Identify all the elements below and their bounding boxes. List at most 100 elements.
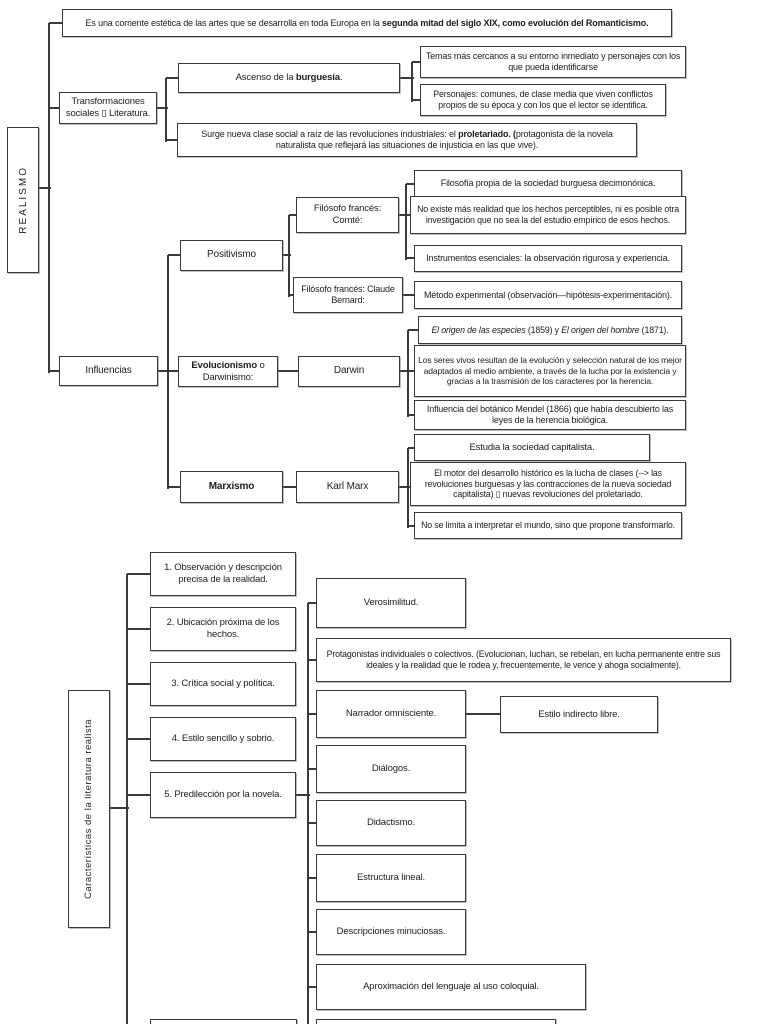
connector-line [412, 99, 422, 101]
node-caracteristica-1-label: 1. Observación y descripción precisa de … [164, 562, 282, 585]
node-narrador-omnisciente: Narrador omnisciente. [316, 690, 466, 738]
connector-line [406, 257, 416, 259]
connector-line [308, 713, 318, 715]
node-influencias-label: Influencias [85, 364, 132, 376]
connector-line [289, 294, 295, 296]
connector-line [278, 370, 300, 372]
connector-line [308, 822, 318, 824]
node-motor-desarrollo-label: El motor del desarrollo histórico es la … [424, 467, 672, 500]
connector-line [308, 659, 318, 661]
connector-line [49, 22, 64, 24]
connector-line [168, 254, 182, 256]
node-estilo-indirecto-label: Estilo indirecto libre. [538, 708, 620, 720]
connector-line [308, 877, 318, 879]
node-no-existe-realidad-label: No existe más realidad que los hechos pe… [417, 204, 679, 225]
node-metodo-experimental-label: Método experimental (observación—hipótes… [423, 289, 673, 300]
node-filosofo-comte: Filósofo francés: Comté: [296, 197, 399, 233]
node-karl-marx-label: Karl Marx [326, 480, 369, 492]
node-didactismo-label: Didactismo. [367, 817, 415, 829]
connector-line [127, 794, 152, 796]
connector-line [157, 107, 168, 109]
connector-line [411, 62, 413, 102]
node-estructura-lineal: Estructura lineal. [316, 854, 466, 902]
connector-line [166, 139, 179, 141]
node-caracteristica-3: 3. Crítica social y política. [150, 662, 296, 706]
node-protagonistas-label: Protagonistas individuales o colectivos.… [326, 649, 721, 670]
node-origen-especies: El origen de las especies (1859) y El or… [418, 316, 682, 344]
node-filosofia-burguesa: Filosofía propia de la sociedad burguesa… [414, 170, 682, 197]
connector-line [288, 215, 290, 297]
connector-line [403, 294, 416, 296]
connector-line [408, 329, 420, 331]
node-narrador-omnisciente-label: Narrador omnisciente. [345, 708, 437, 720]
node-transformaciones-sociales: Transformaciones sociales ▯ Literatura. [59, 92, 157, 124]
connector-line [127, 628, 152, 630]
node-filosofia-burguesa-label: Filosofía propia de la sociedad burguesa… [440, 178, 656, 189]
node-verosimilitud: Verosimilitud. [316, 578, 466, 628]
node-realismo: REALISMO [7, 127, 39, 273]
node-surge-proletariado-label: Surge nueva clase social a raíz de las r… [201, 129, 613, 150]
node-caracteristicas: Características de la literatura realist… [68, 690, 110, 928]
connector-line [48, 23, 50, 373]
node-estilo-indirecto: Estilo indirecto libre. [500, 696, 658, 733]
node-no-existe-realidad: No existe más realidad que los hechos pe… [410, 196, 686, 234]
node-cut-box-left [150, 1019, 297, 1024]
node-filosofo-comte-label: Filósofo francés: Comté: [313, 203, 382, 226]
node-transformaciones-sociales-label: Transformaciones sociales ▯ Literatura. [65, 96, 151, 119]
node-dialogos: Diálogos. [316, 745, 466, 793]
node-caracteristica-2-label: 2. Ubicación próxima de los hechos. [166, 617, 280, 640]
connector-line [407, 448, 409, 528]
node-aproximacion-lenguaje: Aproximación del lenguaje al uso coloqui… [316, 964, 586, 1010]
connector-line [408, 414, 416, 416]
connector-line [127, 573, 152, 575]
node-karl-marx: Karl Marx [296, 471, 399, 503]
connector-line [308, 768, 318, 770]
node-descripciones: Descripciones minuciosas. [316, 909, 466, 955]
connector-line [405, 184, 407, 260]
node-influencias: Influencias [59, 356, 158, 386]
node-instrumentos-label: Instrumentos esenciales: la observación … [426, 253, 670, 264]
node-didactismo: Didactismo. [316, 800, 466, 846]
node-mendel-label: Influencia del botánico Mendel (1866) qu… [426, 404, 674, 425]
node-caracteristica-4-label: 4. Estilo sencillo y sobrio. [171, 733, 275, 745]
node-caracteristicas-label: Características de la literatura realist… [82, 719, 94, 899]
connector-line [307, 603, 309, 1024]
node-marxismo: Marxismo [180, 471, 283, 503]
node-no-se-limita: No se limita a interpretar el mundo, sin… [414, 512, 682, 539]
node-caracteristica-5-label: 5. Predilección por la novela. [164, 789, 282, 801]
connector-line [49, 370, 61, 372]
node-no-se-limita-label: No se limita a interpretar el mundo, sin… [421, 520, 675, 531]
node-positivismo: Positivismo [180, 240, 283, 271]
node-evolucionismo: Evolucionismo o Darwinismo: [178, 356, 278, 387]
connector-line [168, 370, 180, 372]
node-mendel: Influencia del botánico Mendel (1866) qu… [414, 400, 686, 430]
connector-line [283, 486, 298, 488]
node-caracteristica-3-label: 3. Crítica social y política. [171, 678, 275, 690]
node-surge-proletariado: Surge nueva clase social a raíz de las r… [177, 123, 637, 157]
connector-line [166, 77, 180, 79]
node-instrumentos: Instrumentos esenciales: la observación … [414, 245, 682, 272]
connector-line [400, 370, 416, 372]
node-filosofo-bernard: Filósofo francés: Claude Bernard: [293, 277, 403, 313]
connector-line [412, 61, 422, 63]
connector-line [289, 214, 298, 216]
node-personajes-comunes-label: Personajes: comunes, de clase media que … [433, 89, 653, 110]
node-positivismo-label: Positivismo [207, 249, 256, 261]
node-ascenso-burguesia: Ascenso de la burguesía. [178, 63, 400, 93]
node-metodo-experimental: Método experimental (observación—hipótes… [414, 281, 682, 309]
connector-line [407, 330, 409, 417]
node-verosimilitud-label: Verosimilitud. [363, 597, 419, 609]
connector-line [39, 187, 51, 189]
connector-line [49, 107, 61, 109]
node-caracteristica-1: 1. Observación y descripción precisa de … [150, 552, 296, 596]
node-personajes-comunes: Personajes: comunes, de clase media que … [420, 84, 666, 116]
node-seres-vivos-label: Los seres vivos resultan de la evolución… [418, 355, 682, 387]
node-origen-especies-label: El origen de las especies (1859) y El or… [431, 324, 669, 335]
connector-line [308, 931, 318, 933]
connector-line [408, 525, 416, 527]
node-caracteristica-2: 2. Ubicación próxima de los hechos. [150, 607, 296, 651]
connector-line [466, 713, 502, 715]
connector-line [158, 370, 170, 372]
connector-line [167, 255, 169, 489]
connector-line [110, 807, 129, 809]
